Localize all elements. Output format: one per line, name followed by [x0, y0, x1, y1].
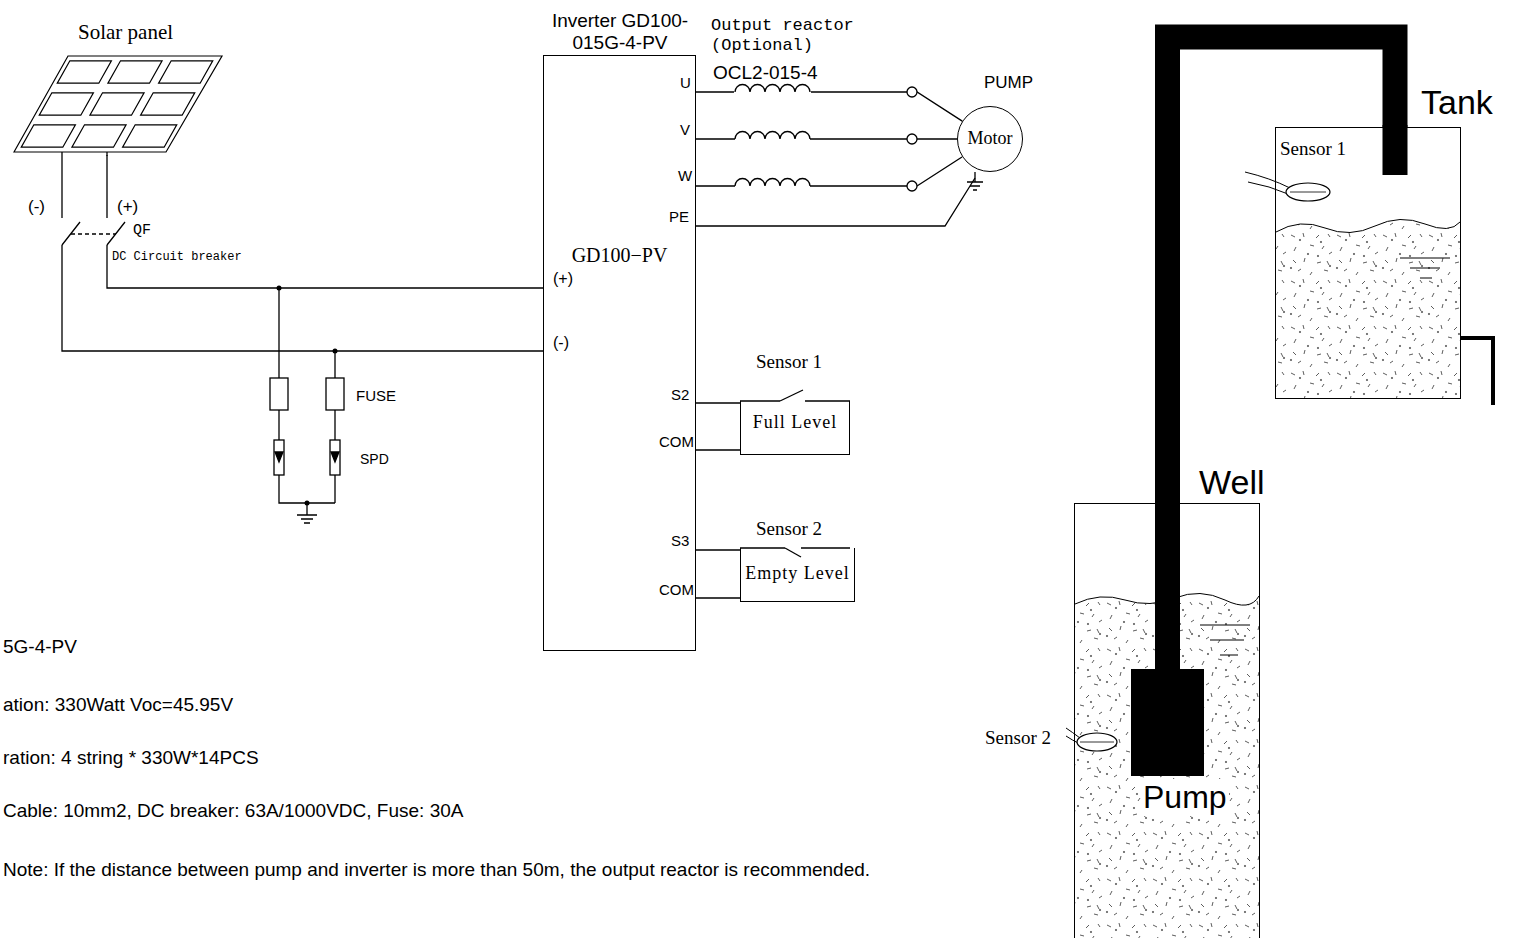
sensor-label: Sensor 2 [985, 727, 1051, 749]
sensor-switch-box: Sensor 1Full Level [740, 401, 850, 455]
motor-circle: PUMPMotor [957, 106, 1023, 172]
submersible-pump: Pump [1131, 669, 1204, 776]
pump-heading: PUMP [984, 73, 1033, 93]
component-label: SPD [360, 451, 389, 467]
polarity-label: (+) [117, 197, 138, 217]
pin-label: S3 [671, 532, 689, 549]
tank-water [1245, 172, 1493, 405]
wire [696, 402, 740, 403]
motor-wiring [696, 132, 983, 226]
pin-label: (+) [553, 270, 573, 288]
dc-wiring [62, 152, 543, 523]
spec-note: 5G-4-PV [3, 636, 77, 658]
well-label: Well [1199, 463, 1265, 502]
polarity-label: (-) [28, 197, 45, 217]
wire [696, 92, 962, 121]
pin-label: U [680, 74, 691, 91]
component-note: Output reactor (Optional) [711, 16, 876, 56]
wire [107, 155, 543, 288]
sensor-heading: Sensor 1 [734, 351, 844, 373]
pin-label: PE [669, 208, 689, 225]
pin-label: COM [659, 581, 694, 598]
sensor-state: Full Level [741, 412, 849, 433]
solar-panel: Solar panel [10, 18, 225, 155]
inverter-model: GD100−PV [544, 244, 695, 267]
motor-label: Motor [958, 128, 1022, 149]
sensor-switch-box: Sensor 2Empty Level [740, 548, 855, 602]
water-tank: TankSensor 1 [1275, 127, 1461, 399]
solar-panel-drawing [14, 56, 222, 152]
well: WellPump [1074, 503, 1260, 938]
pipe-outlet [1383, 125, 1408, 175]
sensor-state: Empty Level [741, 563, 854, 584]
part-number: OCL2-015-4 [713, 62, 818, 84]
junction-dots [277, 286, 338, 506]
tank-label: Tank [1421, 83, 1493, 122]
wire [696, 549, 740, 550]
breaker-label: DC Circuit breaker [112, 251, 242, 265]
pin-label: (-) [553, 334, 569, 352]
spec-note: ation: 330Watt Voc=45.95V [3, 694, 233, 716]
breaker-label: QF [133, 222, 151, 239]
inverter-heading: Inverter GD100-015G-4-PV [530, 10, 710, 54]
pin-label: S2 [671, 386, 689, 403]
pin-label: W [678, 167, 692, 184]
inverter-box: Inverter GD100-015G-4-PVGD100−PV [543, 55, 696, 651]
panel-title: Solar panel [78, 20, 173, 45]
pump-label: Pump [1141, 779, 1229, 816]
pin-label: COM [659, 433, 694, 450]
spec-note: Cable: 10mm2, DC breaker: 63A/1000VDC, F… [3, 800, 463, 822]
float-sensor-label: Sensor 1 [1280, 138, 1346, 160]
pin-label: V [680, 121, 690, 138]
water-pipe [1168, 37, 1396, 669]
spec-note: Note: If the distance between pump and i… [3, 859, 870, 881]
spec-note: ration: 4 string * 330W*14PCS [3, 747, 259, 769]
component-label: FUSE [356, 387, 396, 404]
sensor-heading: Sensor 2 [734, 518, 844, 540]
